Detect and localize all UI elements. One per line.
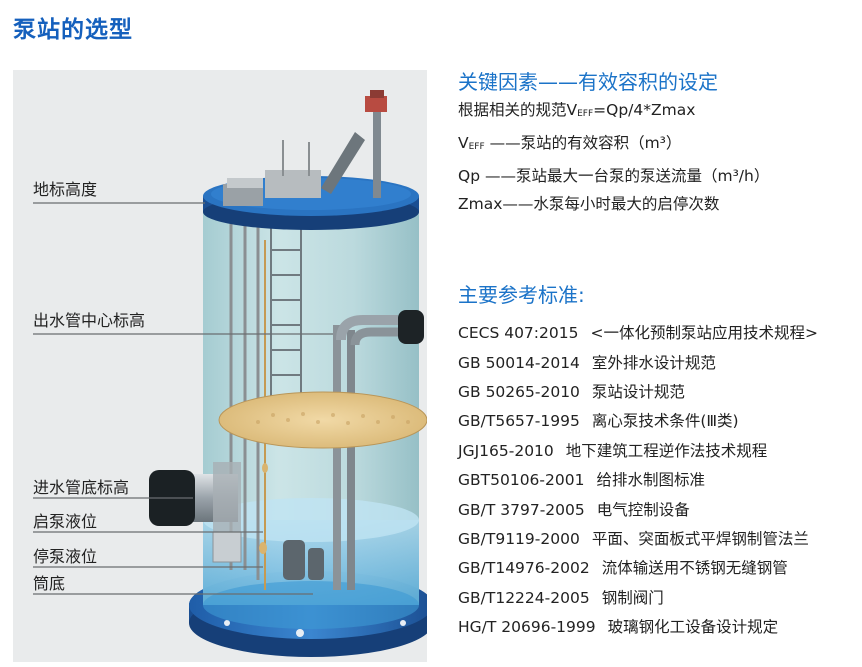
- float-switch: [262, 463, 268, 473]
- label-outlet-center: 出水管中心标高: [33, 311, 146, 330]
- key-factor-title: 关键因素——有效容积的设定: [458, 70, 718, 94]
- submersible-pumps: [283, 540, 324, 580]
- float-switch: [259, 542, 267, 554]
- label-ground-level: 地标高度: [33, 180, 98, 199]
- pump-station-illustration: [33, 90, 427, 657]
- outlet-flange: [398, 310, 424, 344]
- pump-station-figure: 地标高度 出水管中心标高 进水管底标高 启泵液位 停泵液位 筒底: [13, 70, 427, 662]
- ladder: [270, 220, 302, 400]
- leader-lines: [33, 202, 333, 595]
- base-bolt-hole: [224, 620, 230, 626]
- formula-line: 根据相关的规范VEFF=Qp/4*Zmax: [458, 101, 696, 119]
- standards-list: CECS 407:2015<一体化预制泵站应用技术规程> GB 50014-20…: [458, 319, 854, 642]
- top-equipment: [223, 90, 387, 206]
- label-start-level: 启泵液位: [33, 512, 98, 531]
- veff-definition: VEFF ——泵站的有效容积（m³）: [458, 133, 682, 152]
- base-bolt-hole: [296, 629, 304, 637]
- inlet-pipe: [149, 462, 241, 542]
- label-stop-level: 停泵液位: [33, 547, 98, 566]
- grating-platform: [218, 391, 427, 449]
- water-bottom: [203, 581, 419, 629]
- base-bolt-hole: [400, 620, 406, 626]
- label-inlet-bottom: 进水管底标高: [33, 478, 130, 497]
- qp-definition: Qp ——泵站最大一台泵的泵送流量（m³/h）: [458, 166, 770, 185]
- discharge-pipes: [333, 310, 424, 590]
- label-bottom: 筒底: [33, 574, 66, 593]
- grid-basket: [212, 531, 242, 563]
- zmax-definition: Zmax——水泵每小时最大的启停次数: [458, 195, 720, 214]
- spec-panel: 关键因素——有效容积的设定 根据相关的规范VEFF=Qp/4*Zmax VEFF…: [458, 68, 854, 643]
- standards-title: 主要参考标准:: [458, 283, 585, 308]
- platform-holes: [256, 412, 410, 425]
- standard-item: CECS 407:2015<一体化预制泵站应用技术规程>: [458, 324, 818, 343]
- page-title: 泵站的选型: [13, 17, 133, 43]
